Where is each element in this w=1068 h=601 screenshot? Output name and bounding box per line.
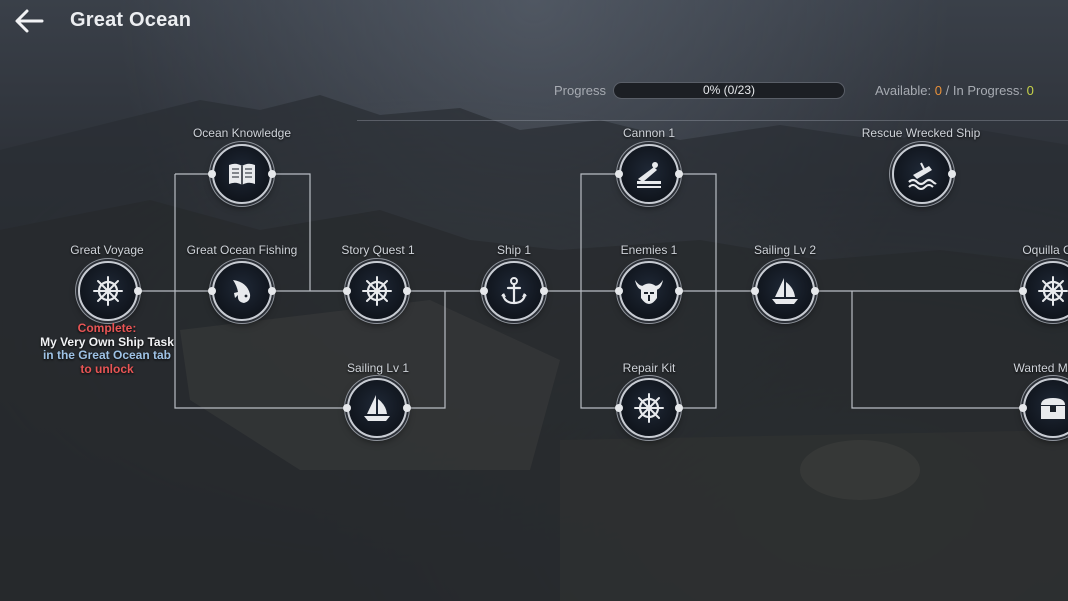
node-label-sailing-lv-1: Sailing Lv 1 bbox=[346, 361, 410, 375]
node-label-cannon-1: Cannon 1 bbox=[622, 126, 676, 140]
available-count: 0 bbox=[934, 83, 942, 98]
node-story-quest-1[interactable] bbox=[343, 261, 411, 321]
connector-knob bbox=[675, 287, 683, 295]
ship-wheel-icon bbox=[1038, 276, 1068, 306]
available-label: Available: bbox=[875, 83, 932, 98]
unlock-requirement: Complete: My Very Own Ship Task in the G… bbox=[36, 321, 178, 376]
status-separator: / bbox=[945, 83, 950, 98]
wreck-icon bbox=[908, 162, 937, 190]
node-great-voyage[interactable] bbox=[78, 261, 142, 321]
unlock-line-to-unlock: to unlock bbox=[80, 361, 134, 376]
node-label-oquilla: Oquilla C bbox=[1022, 243, 1068, 257]
ship-wheel-icon bbox=[93, 276, 123, 306]
connector-knob bbox=[343, 287, 351, 295]
in-progress-count: 0 bbox=[1026, 83, 1034, 98]
connector-knob bbox=[480, 287, 488, 295]
node-label-repair-kit: Repair Kit bbox=[622, 361, 676, 375]
node-label-wanted: Wanted Mi bbox=[1013, 361, 1068, 375]
unlock-line-task: My Very Own Ship Task bbox=[40, 334, 174, 349]
top-bar: Great Ocean bbox=[0, 0, 1068, 44]
node-label-great-voyage: Great Voyage bbox=[70, 243, 144, 257]
progress-bar: 0% (0/23) bbox=[613, 82, 845, 99]
book-icon bbox=[229, 163, 255, 185]
availability-status: Available: 0 / In Progress: 0 bbox=[875, 83, 1034, 98]
sailboat-icon bbox=[364, 395, 390, 421]
fish-icon bbox=[233, 280, 251, 303]
connector-knob bbox=[751, 287, 759, 295]
unlock-line-complete: Complete: bbox=[77, 321, 137, 335]
back-arrow-icon[interactable] bbox=[12, 6, 46, 36]
connector-knob bbox=[403, 287, 411, 295]
ship-wheel-icon bbox=[362, 276, 392, 306]
node-label-story-quest-1: Story Quest 1 bbox=[341, 243, 415, 257]
connector-knob bbox=[1019, 287, 1027, 295]
treasure-chest-icon bbox=[1041, 398, 1065, 419]
connector-knob bbox=[540, 287, 548, 295]
horned-helmet-icon bbox=[635, 280, 663, 304]
node-sailing-lv-1[interactable] bbox=[343, 378, 411, 438]
cannon-icon bbox=[637, 162, 661, 188]
node-label-ocean-knowledge: Ocean Knowledge bbox=[192, 126, 292, 140]
connector-knob bbox=[268, 287, 276, 295]
connector-knob bbox=[208, 170, 216, 178]
node-enemies-1[interactable] bbox=[615, 261, 683, 321]
connector-knob bbox=[343, 404, 351, 412]
connector-knob bbox=[615, 170, 623, 178]
connector-knob bbox=[615, 287, 623, 295]
header-divider bbox=[357, 120, 1068, 121]
connector-knob bbox=[675, 170, 683, 178]
node-sailing-lv-2[interactable] bbox=[751, 261, 819, 321]
connector-knob bbox=[134, 287, 142, 295]
progress-label: Progress bbox=[554, 83, 607, 98]
progress-text: 0% (0/23) bbox=[702, 83, 756, 97]
node-label-sailing-lv-2: Sailing Lv 2 bbox=[753, 243, 817, 257]
node-rescue-wrecked-ship[interactable] bbox=[892, 144, 956, 204]
node-frame bbox=[755, 261, 815, 321]
node-cannon-1[interactable] bbox=[615, 144, 683, 204]
connector-knob bbox=[403, 404, 411, 412]
node-wanted[interactable] bbox=[1019, 378, 1068, 438]
connector-knob bbox=[675, 404, 683, 412]
node-label-great-ocean-fishing: Great Ocean Fishing bbox=[186, 243, 298, 257]
connector-knob bbox=[268, 170, 276, 178]
connector-knob bbox=[1019, 404, 1027, 412]
connector-knob bbox=[208, 287, 216, 295]
connector-knob bbox=[811, 287, 819, 295]
ship-wheel-icon bbox=[634, 393, 664, 423]
anchor-icon bbox=[501, 277, 527, 305]
node-label-ship-1: Ship 1 bbox=[496, 243, 532, 257]
in-progress-label: In Progress: bbox=[952, 83, 1023, 98]
node-oquilla[interactable] bbox=[1019, 261, 1068, 321]
node-label-enemies-1: Enemies 1 bbox=[620, 243, 678, 257]
node-repair-kit[interactable] bbox=[615, 378, 683, 438]
node-ocean-knowledge[interactable] bbox=[208, 144, 276, 204]
unlock-line-tab: in the Great Ocean tab bbox=[42, 348, 172, 362]
sailboat-icon bbox=[772, 278, 798, 304]
page-title: Great Ocean bbox=[70, 9, 192, 31]
node-ship-1[interactable] bbox=[480, 261, 548, 321]
node-label-rescue-wrecked-ship: Rescue Wrecked Ship bbox=[861, 126, 981, 140]
connector-knob bbox=[948, 170, 956, 178]
node-great-ocean-fishing[interactable] bbox=[208, 261, 276, 321]
connector-knob bbox=[615, 404, 623, 412]
